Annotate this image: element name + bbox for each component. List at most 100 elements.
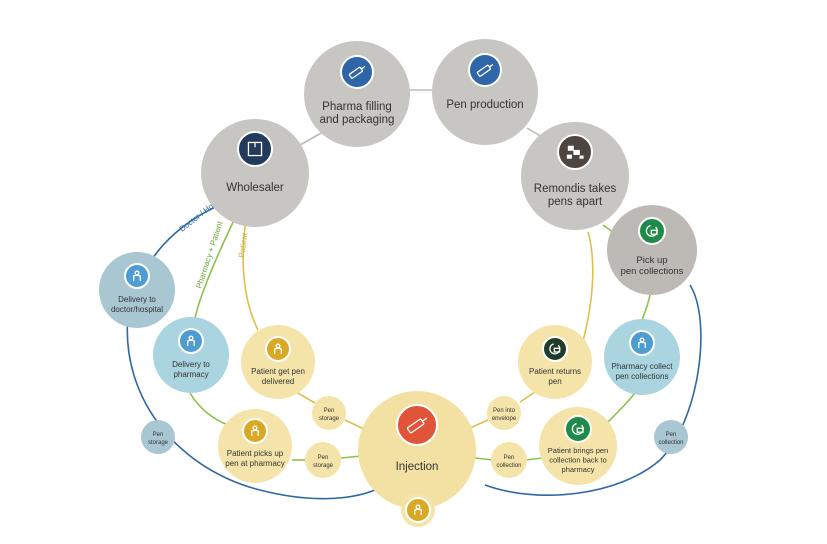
person-icon-badge — [178, 328, 204, 354]
node-label-line: Pick up — [636, 255, 667, 266]
node-pen-collection-mid: Pen collection — [491, 442, 527, 478]
node-pen-storage-mid: Pen storage — [305, 442, 341, 478]
node-label-line: Pen — [153, 432, 164, 438]
box-icon — [247, 141, 263, 157]
line-injection-collection — [474, 457, 494, 461]
node-label-line: Pen — [504, 455, 515, 461]
node-pen-collection-right: Pen collection — [654, 420, 688, 454]
node-label-line: pharmacy — [562, 465, 595, 474]
line-returns-remondis — [581, 231, 594, 346]
node-circle — [141, 420, 175, 454]
node-circle — [539, 407, 617, 485]
node-patient-bottom — [401, 493, 435, 527]
node-circle — [432, 39, 538, 145]
node-circle — [153, 317, 229, 393]
envelope-return-icon — [549, 343, 561, 355]
node-wholesaler: Wholesaler — [201, 119, 309, 227]
line-delivered-storage — [295, 391, 316, 404]
line-brings-pharmacy-collect — [604, 389, 638, 426]
node-pen-storage-left: Pen storage — [141, 420, 175, 454]
person-icon-badge — [265, 336, 291, 362]
person-icon — [638, 337, 646, 348]
node-circle — [304, 41, 410, 147]
node-label-line: pens apart — [548, 196, 603, 208]
node-circle — [521, 122, 629, 230]
node-label-line: Pharma filling — [322, 101, 392, 113]
collection-box-icon — [645, 225, 658, 237]
person-icon-badge — [124, 263, 150, 289]
node-label-line: envelope — [492, 416, 517, 422]
node-label-line: Patient brings pen — [548, 446, 608, 455]
node-circle — [654, 420, 688, 454]
pen-icon — [476, 63, 494, 77]
node-injection: Injection — [358, 391, 476, 509]
node-circle — [604, 319, 680, 395]
node-pen-storage-top: Pen storage — [312, 396, 346, 430]
node-label-line: delivered — [262, 377, 294, 386]
node-label-line: storage — [313, 463, 334, 469]
node-label-line: storage — [148, 440, 169, 446]
connector-lines — [126, 89, 702, 500]
line-collection-brings — [525, 457, 543, 461]
node-pen-production: Pen production — [432, 39, 538, 145]
node-circle — [201, 119, 309, 227]
node-circle — [487, 396, 521, 430]
pharmacy-patient-route-label: Pharmacy + Patient — [194, 219, 224, 289]
node-label-line: pen collections — [621, 266, 684, 277]
node-circle — [99, 252, 175, 328]
node-label-line: Delivery to — [172, 360, 210, 369]
node-label-line: Patient returns — [529, 367, 581, 376]
syringe-icon-badge — [396, 404, 438, 446]
node-label-line: Patient get pen — [251, 367, 305, 376]
collection-box-icon — [571, 423, 584, 435]
line-injection-envelope — [469, 419, 489, 429]
node-label-line: pen — [548, 377, 561, 386]
pen-icon-badge — [468, 53, 502, 87]
node-label-line: Pharmacy collect — [612, 362, 674, 371]
node-label-line: Pen — [666, 432, 677, 438]
node-label-line: Pen into — [493, 408, 516, 414]
person-icon — [187, 335, 195, 346]
node-label-line: Pen — [324, 408, 335, 414]
node-label-line: Pen — [318, 455, 329, 461]
envelope-return-icon-badge — [542, 336, 568, 362]
node-label-line: Patient picks up — [227, 449, 284, 458]
syringe-icon — [406, 417, 428, 434]
node-label-line: collection — [496, 463, 521, 469]
line-pharmacy-route — [194, 217, 236, 319]
line-outer-right — [484, 284, 702, 496]
node-label-line: collection — [658, 440, 683, 446]
line-patient-route — [242, 219, 259, 331]
node-circle — [218, 409, 292, 483]
person-icon — [414, 504, 422, 515]
parts-icon — [566, 145, 584, 159]
node-label-line: Remondis takes — [534, 183, 617, 195]
collection-box-icon-badge — [638, 217, 666, 245]
node-label-line: doctor/hospital — [111, 305, 163, 314]
node-label-line: and packaging — [320, 114, 395, 126]
collection-box-icon-badge — [564, 415, 592, 443]
person-icon — [251, 425, 259, 436]
line-envelope-returns — [519, 391, 536, 403]
line-pharmacy-to-picks — [189, 392, 229, 426]
node-circle — [358, 391, 476, 509]
node-label-line: Delivery to — [118, 295, 156, 304]
line-outer-left — [126, 314, 376, 500]
node-label-line: Pen production — [446, 99, 523, 111]
node-label-line: storage — [319, 416, 340, 422]
node-label-line: collection back to — [549, 456, 607, 465]
syringe-icon — [348, 65, 366, 79]
node-pen-into-envelope: Pen into envelope — [487, 396, 521, 430]
person-icon — [274, 343, 282, 354]
node-label-line: pen at pharmacy — [225, 459, 285, 468]
person-icon-badge — [405, 497, 431, 523]
